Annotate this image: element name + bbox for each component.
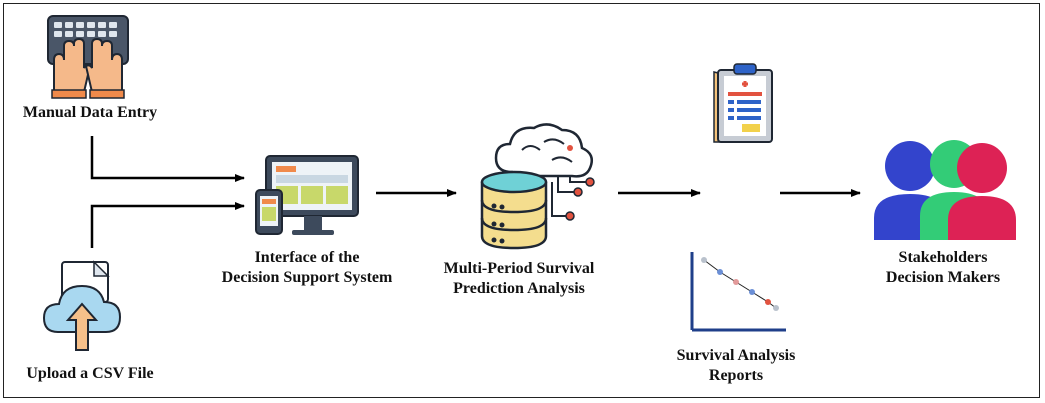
manual-entry-label: Manual Data Entry (10, 103, 170, 123)
stakeholders-label: Stakeholders Decision Makers (868, 248, 1018, 288)
survival-curve-icon (690, 252, 786, 332)
stakeholders-label-line1: Stakeholders (898, 249, 988, 266)
connector-upload-to-interface (90, 202, 245, 248)
interface-label: Interface of the Decision Support System (202, 248, 412, 288)
keyboard-hands-icon (47, 15, 129, 99)
cloud-upload-icon (42, 260, 122, 351)
interface-label-line2: Decision Support System (221, 269, 393, 286)
database-brain-icon (480, 123, 595, 250)
reports-label: Survival Analysis Reports (656, 346, 816, 386)
manual-entry-label-text: Manual Data Entry (22, 104, 158, 121)
diagram-canvas (42, 15, 1016, 351)
analysis-label-line2: Prediction Analysis (453, 280, 585, 297)
analysis-label-line1: Multi-Period Survival (443, 260, 595, 277)
reports-label-line1: Survival Analysis (676, 347, 796, 364)
diagram-frame: Manual Data Entry Upload a CSV File Inte… (3, 3, 1040, 398)
upload-csv-label-text: Upload a CSV File (26, 365, 154, 382)
people-group-icon (874, 140, 1016, 240)
reports-label-line2: Reports (708, 367, 764, 384)
analysis-label: Multi-Period Survival Prediction Analysi… (424, 259, 614, 299)
devices-interface-icon (255, 155, 359, 235)
clipboard-report-icon (713, 63, 773, 143)
upload-csv-label: Upload a CSV File (10, 364, 170, 384)
interface-label-line1: Interface of the (254, 249, 360, 266)
stakeholders-label-line2: Decision Makers (885, 269, 1001, 286)
connector-manual-to-interface (90, 136, 245, 182)
